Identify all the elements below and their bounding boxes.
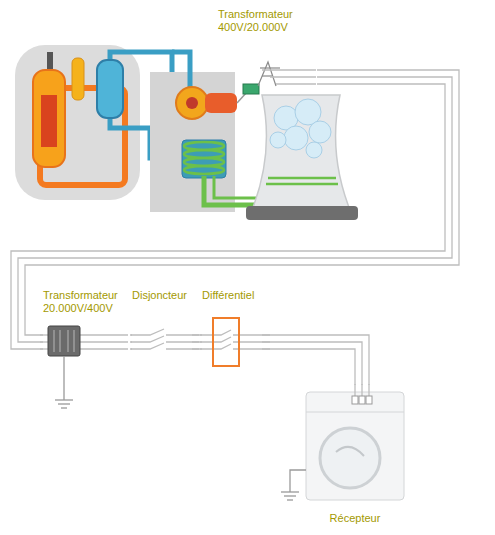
steam-bubbles	[270, 99, 331, 158]
part-label: Transformateur 400V/20.000V	[218, 8, 317, 34]
reactor-vessel	[33, 70, 65, 167]
transformer-symbol	[48, 326, 80, 356]
condenser-coil	[184, 142, 224, 174]
differential-box	[213, 318, 239, 366]
cooling-tower	[250, 95, 352, 215]
tower-basin	[246, 206, 358, 220]
tower-coil	[266, 178, 338, 184]
terminals	[352, 396, 372, 404]
power-wire	[262, 335, 369, 385]
labelled-part: Transformateur 20.000V/400V	[43, 289, 131, 361]
steam-pipe	[172, 52, 190, 87]
differential-switches	[200, 330, 270, 349]
transformer-symbol	[243, 84, 259, 94]
steam-generator	[97, 60, 123, 118]
power-wire	[192, 335, 202, 349]
pylon	[258, 62, 280, 86]
labelled-part: Disjoncteur	[132, 289, 192, 361]
turbine-hub	[186, 97, 198, 109]
transformer-coils	[54, 330, 74, 352]
power-wire	[131, 335, 132, 349]
ground-symbol	[281, 470, 306, 500]
reactor-core	[41, 95, 57, 147]
turbine	[176, 87, 208, 119]
washing-machine	[306, 392, 404, 500]
part-label: Différentiel	[202, 289, 254, 302]
labelled-part: Différentiel	[202, 289, 262, 369]
part-label: Transformateur 20.000V/400V	[43, 289, 131, 315]
breaker-switches	[130, 329, 199, 349]
machine-panel	[306, 412, 404, 413]
generator	[205, 93, 237, 113]
line-wires	[262, 70, 316, 84]
power-wire	[11, 70, 459, 349]
pressurizer	[72, 58, 84, 100]
labelled-part: Récepteur	[300, 385, 410, 525]
part-label: Disjoncteur	[132, 289, 187, 302]
machine-drum	[336, 447, 364, 456]
part-label: Récepteur	[330, 512, 381, 525]
labelled-part: Transformateur 400V/20.000V	[218, 8, 317, 90]
machine-door	[320, 428, 380, 488]
reactor-building	[15, 45, 140, 200]
condenser	[182, 140, 226, 178]
ground-symbol	[55, 356, 73, 408]
